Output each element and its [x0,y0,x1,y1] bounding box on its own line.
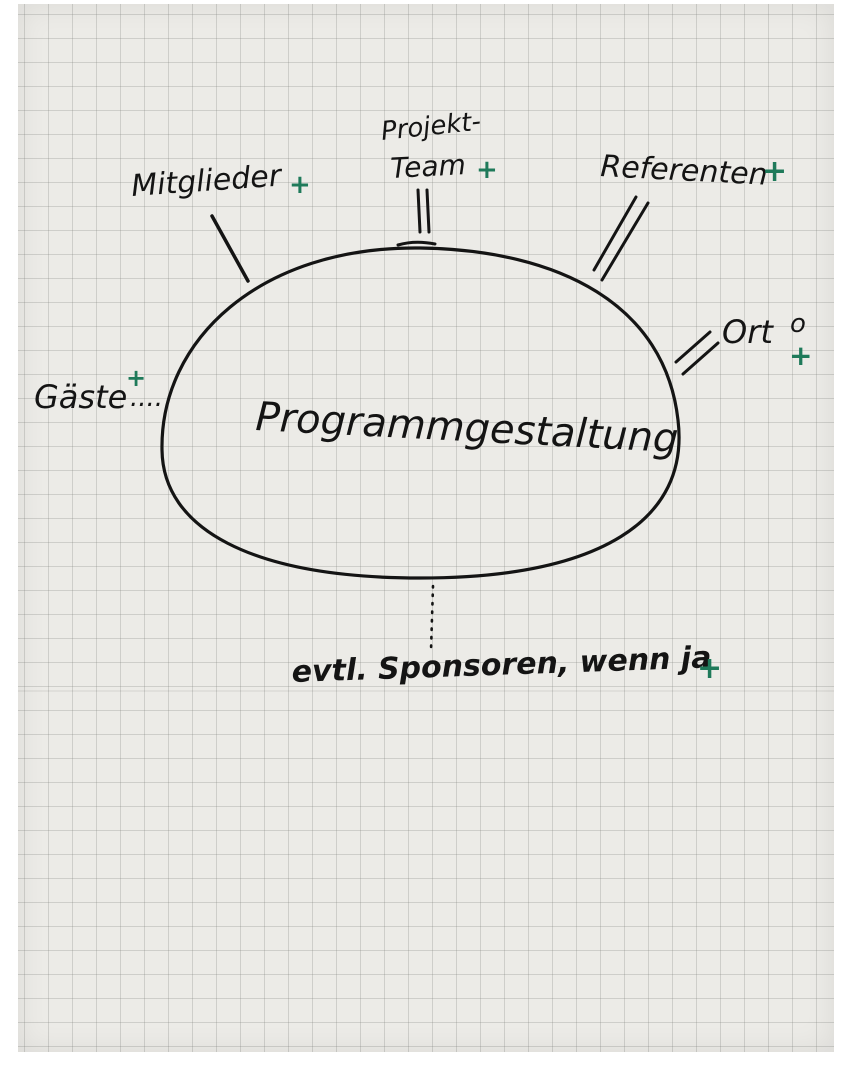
paper-fold [18,690,834,692]
connector-ort-1 [674,330,712,364]
node-ort-plus: + [789,339,812,372]
connector-sponsoren [429,584,435,652]
connector-referenten-2 [600,201,650,282]
node-ort-circle: o [790,309,806,339]
node-referenten-label: Referenten [600,149,769,193]
node-gaeste-plus: + [126,364,146,392]
node-projekt-team-label-1: Projekt- [380,107,483,147]
node-projekt-team-label-2: Team [390,148,467,185]
node-gaeste-label: Gäste [34,378,127,416]
node-referenten-plus: + [762,154,787,189]
node-gaeste-dots: .... [130,383,163,413]
center-label: Programmgestaltung [254,394,679,462]
ellipse-top-mark [396,240,437,247]
connector-referenten-1 [592,195,638,272]
node-projekt-team-plus: + [476,155,498,185]
node-sponsoren-plus: + [697,651,722,686]
connector-projekt-team-2 [425,188,431,234]
connector-ort-2 [681,341,720,376]
connector-projekt-team-1 [416,188,422,234]
node-ort-label: Ort [722,313,774,351]
center-ellipse [160,246,681,580]
connector-mitglieder [210,214,250,283]
node-sponsoren-label: evtl. Sponsoren, wenn ja [291,640,712,690]
flipchart-paper [18,4,834,1052]
node-mitglieder-label: Mitglieder [130,158,284,203]
node-mitglieder-plus: + [289,170,311,200]
